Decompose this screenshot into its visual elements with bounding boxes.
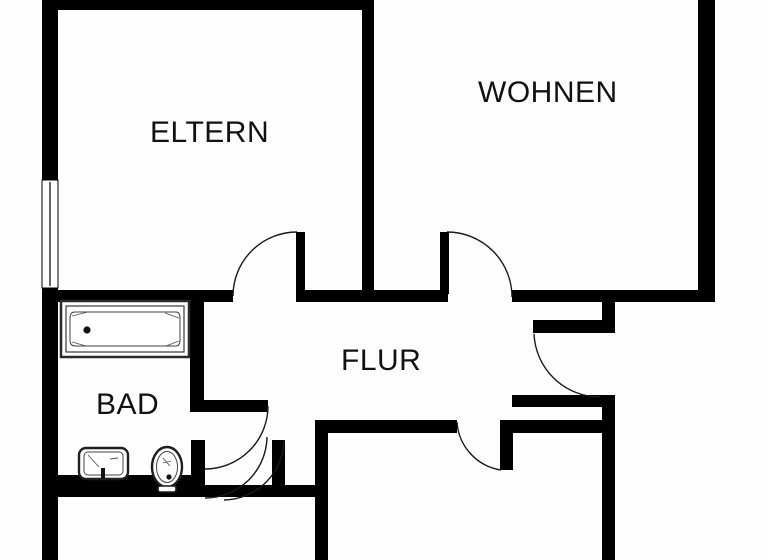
wall-bad-south-lower <box>58 475 205 497</box>
wall-flur-south-left <box>315 420 457 433</box>
fixture-group <box>59 299 191 493</box>
door-arc-lower-left <box>204 436 268 499</box>
wall-flur-south-right <box>500 420 615 433</box>
door-leaf-eltern <box>296 232 305 294</box>
door-arc-eltern <box>232 231 298 297</box>
door-arc-bad <box>204 405 269 470</box>
toilet-bowl <box>156 451 178 483</box>
washbasin-fixture <box>77 446 130 481</box>
wall-left-exterior-upper <box>42 0 58 182</box>
door-leaf-wohnen <box>440 232 449 294</box>
door-arc-lower-center <box>223 439 285 501</box>
toilet-flush-icon <box>166 474 172 480</box>
room-label-bad: BAD <box>96 388 160 421</box>
room-label-eltern: ELTERN <box>150 116 270 149</box>
door-arc-bottom-room <box>456 421 502 471</box>
toilet-contour-b <box>162 460 172 464</box>
wall-bad-flur-vertical <box>190 300 204 410</box>
washbasin-contour <box>87 454 100 468</box>
window-group <box>41 179 59 289</box>
wall-flur-east-connector <box>512 395 615 407</box>
toilet-base <box>157 485 177 493</box>
wall-lower-left-bottom <box>205 485 315 497</box>
wall-bottom-room-west <box>315 420 328 560</box>
door-jamb-bottom-room <box>500 420 513 470</box>
door-arc-wohnen <box>446 231 513 298</box>
wall-top-exterior-left <box>42 0 372 10</box>
bathtub-contour-b <box>164 312 180 319</box>
bathtub-fixture <box>59 299 191 359</box>
door-arc-group <box>204 231 601 501</box>
washbasin-contour2 <box>109 457 119 460</box>
wall-bad-south-upper <box>190 400 268 412</box>
wall-eltern-south-left <box>58 290 233 302</box>
wall-eltern-south-right <box>296 290 374 302</box>
toilet-fixture <box>150 445 184 493</box>
wall-wohnen-south-right <box>512 290 715 302</box>
washbasin-faucet-icon <box>101 468 105 478</box>
bathtub-basin <box>69 311 181 347</box>
room-label-flur: FLUR <box>341 344 422 377</box>
bathtub-contour-d <box>165 340 180 347</box>
room-label-wohnen: WOHNEN <box>478 76 618 109</box>
wall-flur-east-lower <box>602 395 615 560</box>
wall-flur-east-upper <box>533 320 615 333</box>
wall-left-exterior-lower <box>42 288 58 560</box>
bathtub-contour-a <box>71 311 89 317</box>
wall-bad-bottom-jamb <box>191 440 205 497</box>
bathtub-contour-c <box>71 341 87 347</box>
wall-right-exterior <box>698 0 715 300</box>
wall-wohnen-south-left <box>362 290 448 302</box>
wall-eltern-wohnen-divider <box>362 0 374 300</box>
door-arc-right-room <box>533 333 601 398</box>
bathtub-drain-icon <box>83 326 91 334</box>
